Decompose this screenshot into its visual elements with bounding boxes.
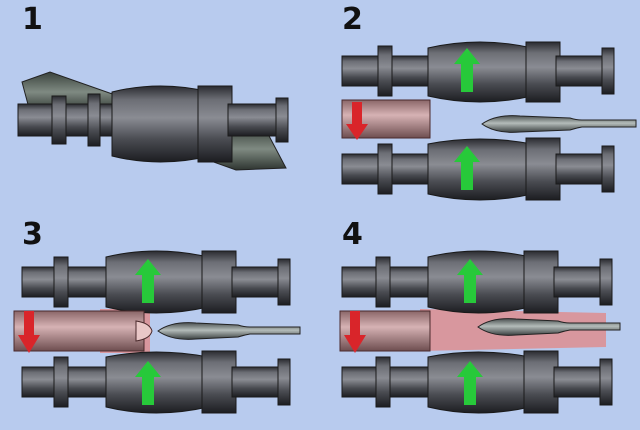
step-4-illustration — [339, 250, 621, 414]
step-2-illustration — [341, 41, 637, 201]
arrow-down-icon — [344, 311, 366, 353]
upper-valve-assembly — [21, 250, 291, 314]
arrow-up-icon — [135, 361, 161, 405]
panel-step-3: 3 — [0, 215, 320, 430]
lower-valve-assembly — [341, 137, 615, 201]
probe-needle — [157, 322, 301, 340]
step-number-label: 4 — [342, 217, 363, 252]
step-number-label: 3 — [22, 217, 43, 252]
probe-needle — [477, 318, 621, 336]
shaft-right — [227, 103, 283, 137]
shaft-collar — [51, 95, 67, 145]
panel-step-1: 1 — [0, 0, 320, 215]
shaft-left — [17, 103, 129, 137]
body-flange — [197, 85, 233, 163]
lower-valve-assembly — [21, 350, 291, 414]
panel-step-2: 2 — [320, 0, 640, 215]
arrow-up-icon — [454, 48, 480, 92]
arrow-down-icon — [346, 102, 368, 140]
valve-body — [111, 85, 211, 163]
lower-valve-assembly — [341, 350, 613, 414]
upper-valve-assembly — [341, 41, 615, 103]
step-number-label: 2 — [342, 2, 363, 37]
shaft-collar — [87, 93, 101, 147]
step-3-illustration — [13, 250, 301, 414]
upper-valve-assembly — [341, 250, 613, 314]
arrow-up-icon — [457, 361, 483, 405]
step-number-label: 1 — [22, 2, 43, 37]
arrow-down-icon — [18, 311, 40, 353]
step-1-illustration — [17, 71, 289, 171]
ram-tip — [135, 320, 153, 342]
probe-needle — [481, 115, 637, 133]
shaft-end-cap — [275, 97, 289, 143]
arrow-up-icon — [135, 259, 161, 303]
panel-step-4: 4 — [320, 215, 640, 430]
arrow-up-icon — [457, 259, 483, 303]
arrow-up-icon — [454, 146, 480, 190]
